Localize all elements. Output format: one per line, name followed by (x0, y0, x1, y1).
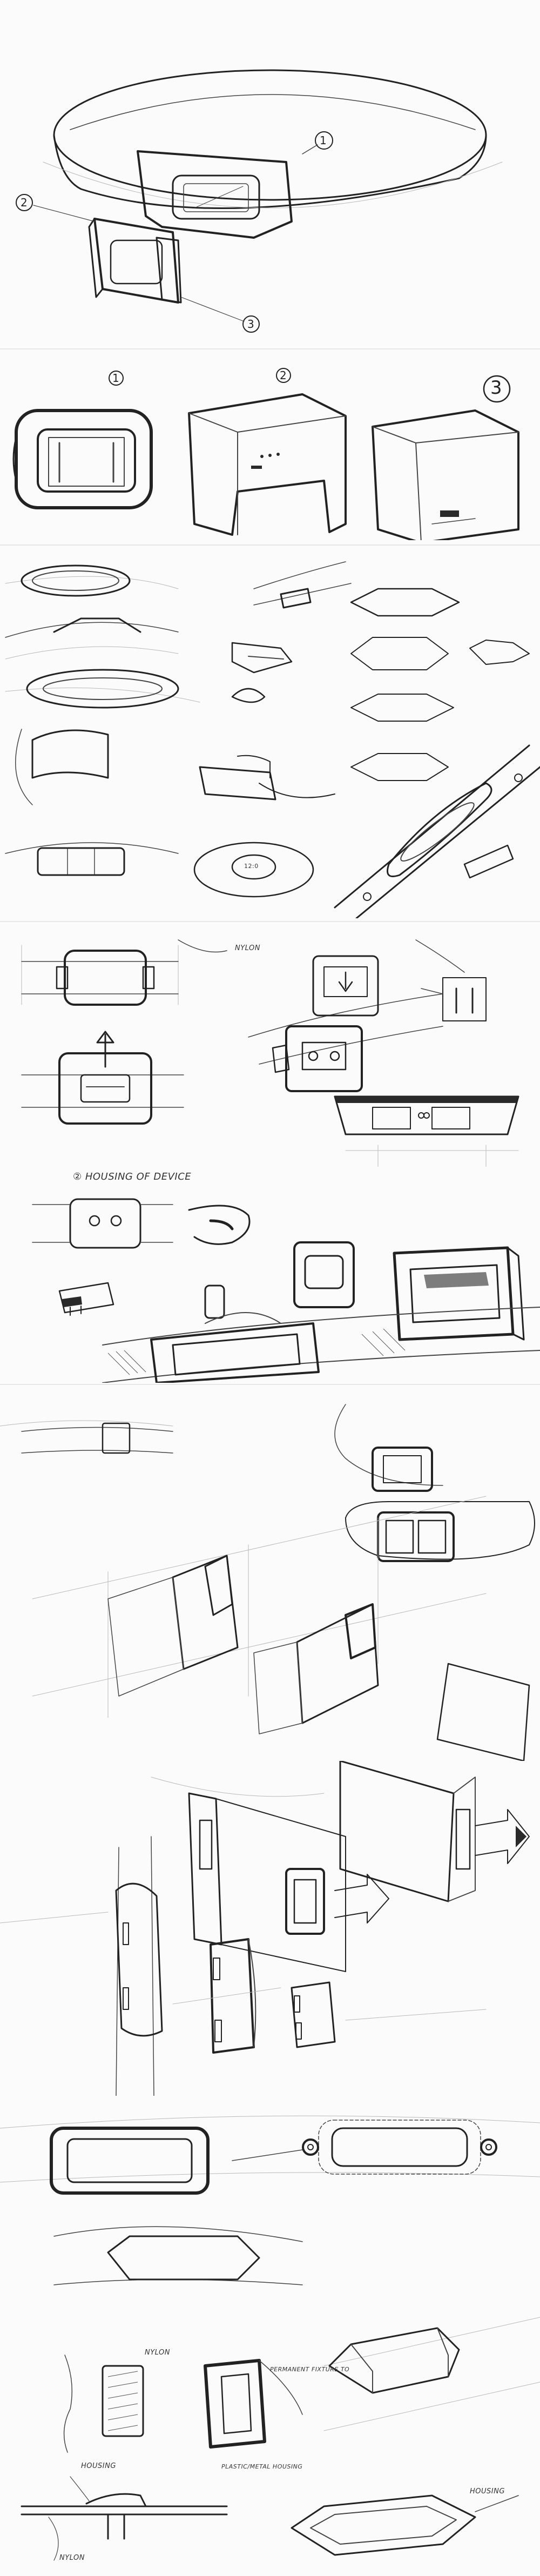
divider (0, 348, 540, 349)
screen-readout: 12:0 (244, 863, 259, 870)
note-permanent-fixture: PERMANENT FIXTURE TO (270, 2366, 350, 2373)
housing-drawing (32, 1198, 540, 1383)
note-housing-bottom: HOUSING (81, 2462, 116, 2470)
panel-strap-studies: 12:0 (0, 551, 540, 918)
panel-side-clips (0, 1761, 540, 2096)
note-housing-title: ② HOUSING OF DEVICE (73, 1171, 192, 1182)
callout-1: 1 (320, 134, 327, 147)
variant-callout-3: 3 (490, 377, 502, 399)
device-variants-drawing (12, 368, 519, 540)
panel-housing-of-device: ② HOUSING OF DEVICE (0, 1167, 540, 1383)
divider (0, 544, 540, 546)
note-housing-right: HOUSING (470, 2487, 505, 2496)
clip-mechanism-drawing (21, 939, 519, 1167)
variant-callout-1: 1 (112, 372, 119, 385)
panel-wrist-perspective (0, 1394, 540, 1761)
strap-studies-drawing (5, 561, 540, 918)
divider (0, 921, 540, 922)
integrated-pill-drawing (0, 2115, 540, 2195)
note-nylon: NYLON (145, 2349, 170, 2357)
panel-device-variants: 1 2 3 (0, 357, 540, 540)
panel-band-overview: 1 2 3 (0, 0, 540, 346)
callout-3: 3 (247, 318, 254, 331)
note-nylon-strap: NYLON (59, 2554, 85, 2562)
panel-clip-mechanism: NYLON (0, 929, 540, 1167)
note-plastic-metal-housing: PLASTIC/METAL HOUSING (221, 2463, 303, 2470)
note-nylon-top: NYLON (235, 944, 260, 952)
wrist-perspective-drawing (0, 1404, 535, 1761)
band-overview-drawing (16, 69, 503, 333)
callout-2: 2 (21, 196, 28, 209)
panel-integrated-pill (0, 2096, 540, 2204)
divider (0, 1384, 540, 1385)
variant-callout-2: 2 (280, 369, 287, 382)
hex-housing-drawing (21, 2226, 540, 2561)
panel-hex-housing: NYLON PERMANENT FIXTURE TO PLASTIC/METAL… (0, 2204, 540, 2576)
side-clips-drawing (0, 1761, 530, 2096)
